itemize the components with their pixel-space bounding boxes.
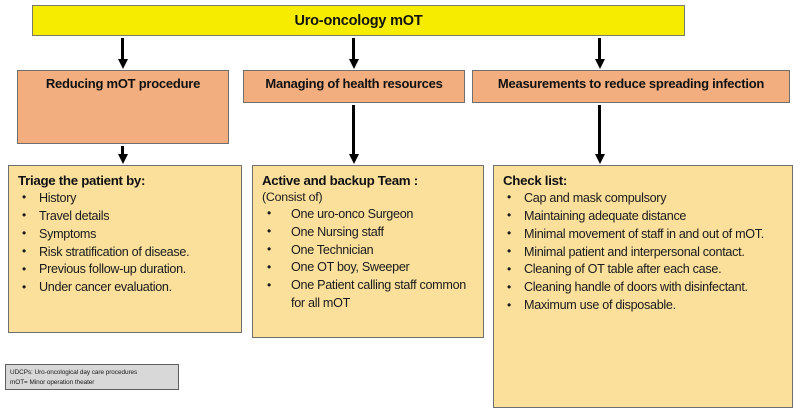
detail-box-triage: Triage the patient by: History Travel de…: [8, 165, 242, 333]
diagram-title-box: Uro-oncology mOT: [32, 5, 685, 36]
list-item: Maintaining adequate distance: [502, 207, 786, 226]
arrow-branch-1-to-detail: [121, 146, 124, 155]
legend-box: UDCPs: Uro-oncological day care procedur…: [5, 364, 179, 390]
list-item: Travel details: [17, 207, 235, 226]
arrow-title-to-branch-1: [121, 38, 124, 60]
list-item: One Patient calling staff common for all…: [261, 277, 477, 313]
list-item: Previous follow-up duration.: [17, 261, 235, 279]
legend-line-1: UDCPs: Uro-oncological day care procedur…: [10, 369, 138, 376]
detail-list-3: Cap and mask compulsory Maintaining adeq…: [502, 189, 786, 315]
detail-box-check-list: Check list: Cap and mask compulsory Main…: [493, 165, 793, 408]
arrow-title-to-branch-2: [352, 38, 355, 60]
list-item: Risk stratification of disease.: [17, 243, 235, 262]
detail-subtitle-2: (Consist of): [262, 189, 323, 204]
list-item: One OT boy, Sweeper: [261, 259, 477, 277]
detail-box-active-backup-team: Active and backup Team : (Consist of) On…: [252, 165, 484, 338]
legend-line-2: mOT= Minor operation theater: [10, 378, 95, 386]
list-item: One Nursing staff: [261, 223, 477, 242]
list-item: Maximum use of disposable.: [502, 297, 786, 315]
detail-title-2: Active and backup Team :: [262, 173, 418, 188]
detail-list-1: History Travel details Symptoms Risk str…: [17, 189, 235, 297]
list-item: Symptoms: [17, 225, 235, 244]
list-item: Cleaning of OT table after each case.: [502, 261, 786, 279]
detail-list-2: One uro-onco Surgeon One Nursing staff O…: [261, 205, 477, 313]
detail-title-1: Triage the patient by:: [18, 173, 146, 188]
list-item: Cap and mask compulsory: [502, 189, 786, 208]
detail-title-3: Check list:: [503, 173, 567, 188]
list-item: Under cancer evaluation.: [17, 279, 235, 297]
list-item: Minimal patient and interpersonal contac…: [502, 243, 786, 262]
list-item: Cleaning handle of doors with disinfecta…: [502, 279, 786, 297]
branch-label-2: Managing of health resources: [265, 76, 443, 91]
branch-label-1: Reducing mOT procedure: [45, 76, 201, 91]
list-item: Minimal movement of staff in and out of …: [502, 225, 786, 244]
branch-box-measurements-reduce-spreading-infection: Measurements to reduce spreading infecti…: [472, 70, 790, 103]
branch-label-3: Measurements to reduce spreading infecti…: [497, 76, 765, 91]
diagram-title-label: Uro-oncology mOT: [294, 12, 423, 29]
list-item: History: [17, 189, 235, 208]
arrow-branch-2-to-detail: [352, 105, 355, 155]
branch-box-reducing-mot-procedure: Reducing mOT procedure: [17, 70, 229, 144]
arrow-branch-3-to-detail: [598, 105, 601, 155]
arrow-title-to-branch-3: [598, 38, 601, 60]
list-item: One Technician: [261, 241, 477, 260]
list-item: One uro-onco Surgeon: [261, 205, 477, 224]
branch-box-managing-health-resources: Managing of health resources: [243, 70, 465, 103]
